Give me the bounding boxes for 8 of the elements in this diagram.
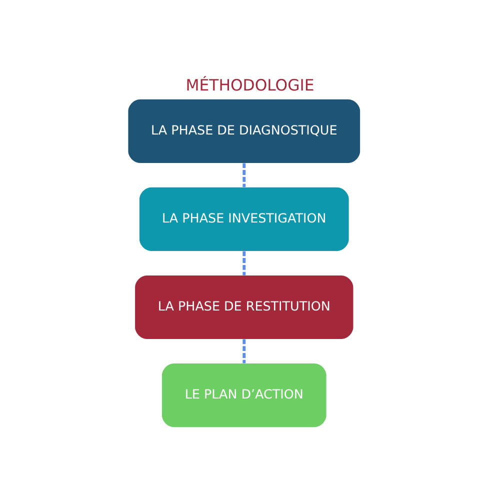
node-box: LA PHASE INVESTIGATION (139, 186, 349, 250)
node-box: LE PLAN D’ACTION (162, 363, 326, 427)
diagram-title: MÉTHODOLOGIE (186, 74, 314, 94)
connector (242, 250, 246, 275)
node-box: LA PHASE DE RESTITUTION (135, 274, 354, 339)
connector (242, 338, 246, 363)
node-box: LA PHASE DE DIAGNOSTIQUE (128, 98, 360, 162)
connector (242, 162, 246, 187)
